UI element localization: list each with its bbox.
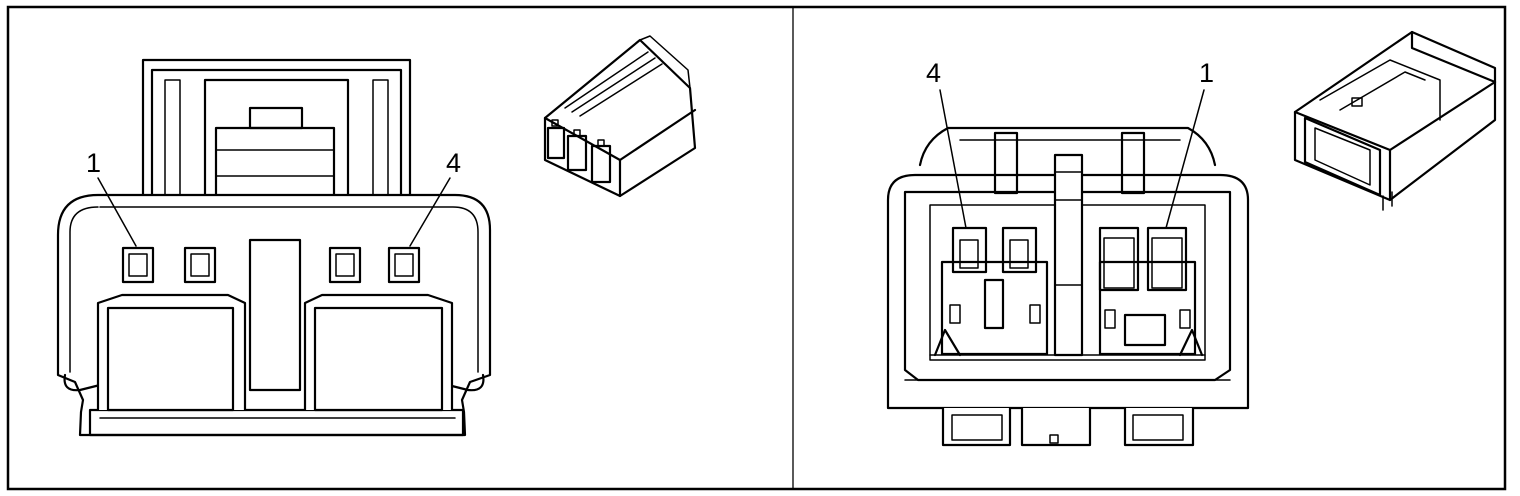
svg-text:1: 1 <box>86 148 101 178</box>
terminal-cavity-2 <box>183 246 217 284</box>
left-callout-pin-4: 4 <box>409 148 461 247</box>
svg-text:4: 4 <box>926 58 941 88</box>
center-key <box>248 238 302 392</box>
right-callout-pin-1: 1 <box>1165 58 1214 229</box>
svg-text:4: 4 <box>446 148 461 178</box>
connector-perspective-icon <box>543 35 697 198</box>
terminal-cavity-1 <box>121 246 155 284</box>
terminal-cavity-4 <box>387 246 421 284</box>
left-connector-face <box>56 58 492 437</box>
diagram-frame <box>6 5 1507 491</box>
connector-perspective-icon <box>1293 30 1497 211</box>
svg-text:1: 1 <box>1199 58 1214 88</box>
terminal-cavity-3 <box>328 246 362 284</box>
right-connector-face <box>886 126 1250 447</box>
right-callout-pin-4: 4 <box>926 58 967 229</box>
left-callout-pin-1: 1 <box>86 148 137 247</box>
